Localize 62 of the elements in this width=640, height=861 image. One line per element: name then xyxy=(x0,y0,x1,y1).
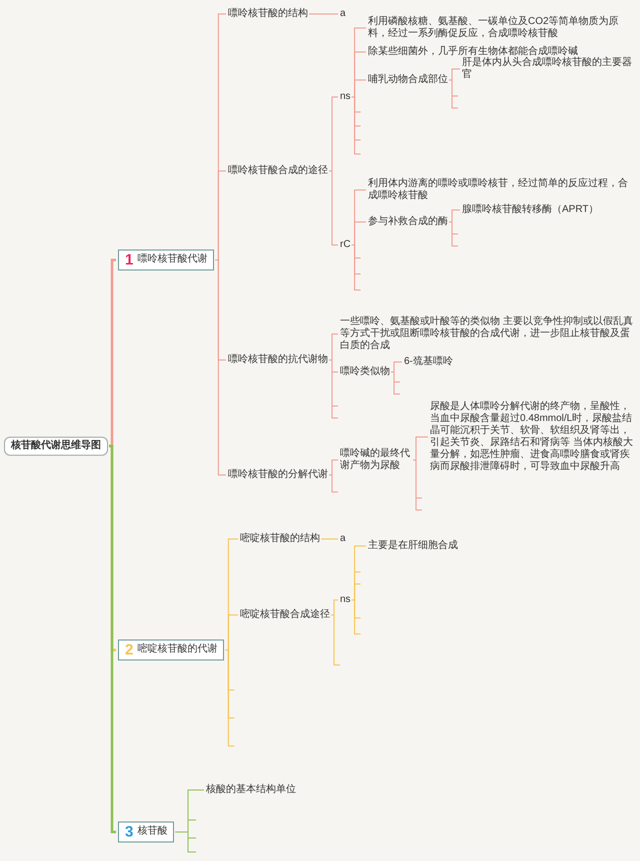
branch-connector xyxy=(351,584,362,600)
branch-connector xyxy=(412,436,428,460)
branch-text: a xyxy=(340,533,346,545)
branch-text: ns xyxy=(340,91,351,103)
branch-text: 肝是体内从头合成嘌呤核苷酸的主要器官 xyxy=(462,57,634,81)
branch-text: 嘌呤核苷酸的结构 xyxy=(228,8,308,20)
branch-connector xyxy=(224,650,235,746)
topic-box xyxy=(118,250,214,270)
branch-text: 除某些细菌外，几乎所有生物体都能合成嘌呤碱 xyxy=(368,46,578,58)
branch-text: 嘌呤核苷酸合成的途径 xyxy=(228,165,328,177)
central-topic-box: 核苷酸代谢思维导图 xyxy=(4,436,108,456)
branch-connector xyxy=(412,460,422,510)
branch-connector xyxy=(390,372,400,394)
topic-box xyxy=(118,822,174,842)
branch-connector xyxy=(320,538,338,540)
branch-connector xyxy=(328,474,338,492)
branch-connector xyxy=(351,96,362,154)
branch-text: 参与补救合成的酶 xyxy=(368,216,448,228)
branch-text: 嘌呤类似物 xyxy=(340,366,390,378)
branch-connector xyxy=(328,170,338,246)
branch-text: 嘧啶核苷酸合成途径 xyxy=(240,609,330,621)
branch-text: 嘌呤碱的最终代谢产物为尿酸 xyxy=(340,448,412,472)
branch-text: 主要是在肝细胞合成 xyxy=(368,540,458,552)
branch-text: 嘌呤核苷酸的抗代谢物 xyxy=(228,354,328,366)
branch-text: 6-巯基嘌呤 xyxy=(404,356,453,368)
branch-connector xyxy=(351,600,362,634)
topic-box xyxy=(118,640,224,660)
branch-connector xyxy=(351,222,366,246)
topic-label: 嘧啶核苷酸的代谢 xyxy=(137,644,218,656)
branch-text: a xyxy=(340,8,346,20)
branch-connector xyxy=(448,210,460,222)
branch-text: rC xyxy=(340,239,351,251)
branch-text: 嘧啶核苷酸的结构 xyxy=(240,533,320,545)
branch-text: ns xyxy=(340,594,351,606)
branch-connector xyxy=(448,222,458,246)
branch-connector xyxy=(174,832,196,852)
branch-connector xyxy=(330,600,338,616)
branch-connector xyxy=(390,362,402,372)
branch-connector xyxy=(328,360,338,418)
topic-label: 嘌呤核苷酸代谢 xyxy=(137,254,208,266)
branch-connector xyxy=(351,80,366,98)
branch-text: 尿酸是人体嘌呤分解代谢的终产物，呈酸性，当血中尿酸含量超过0.48mmol/L时，尿酸盐结晶可能沉积于关节、软骨、软组织及肾等出，引起关节炎、尿路结石和肾病等 当体内核酸大量分解，如恶性肿瘤、进食高嘌呤膳食或肾疾病而尿酸排泄障碍时，可导致血中尿酸升高 xyxy=(430,401,635,473)
branch-text: 核酸的基本结构单位 xyxy=(206,784,296,796)
branch-connector xyxy=(328,334,338,360)
branch-text: 嘌呤核苷酸的分解代谢 xyxy=(228,469,328,481)
branch-connector xyxy=(448,68,460,80)
branch-text: 哺乳动物合成部位 xyxy=(368,74,448,86)
topic-number: 3 xyxy=(125,824,134,840)
topic-number: 1 xyxy=(125,252,134,268)
branch-connector xyxy=(328,96,338,172)
branch-connector xyxy=(448,80,458,108)
branch-connector xyxy=(109,258,116,448)
topic-label: 核苷酸 xyxy=(137,826,168,838)
branch-connector xyxy=(214,260,226,476)
branch-connector xyxy=(330,614,340,666)
branch-connector xyxy=(328,460,338,476)
topic-number: 2 xyxy=(125,642,134,658)
branch-text: 一些嘌呤、氨基酸或叶酸等的类似物 主要以竞争性抑制或以假乱真等方式干扰或阻断嘌呤核苷酸的合成代谢，进一步阻止核苷酸及蛋白质的合成 xyxy=(340,316,635,352)
branch-text: 腺嘌呤核苷酸转移酶（APRT） xyxy=(462,204,598,216)
branch-connector xyxy=(351,244,362,290)
branch-text: 利用体内游离的嘌呤或嘌呤核苷，经过简单的反应过程，合成嘌呤核苷酸 xyxy=(368,178,634,202)
branch-text: 利用磷酸核糖、氨基酸、一碳单位及CO2等简单物质为原料，经过一系列酶促反应，合成嘌呤核苷酸 xyxy=(368,16,634,40)
